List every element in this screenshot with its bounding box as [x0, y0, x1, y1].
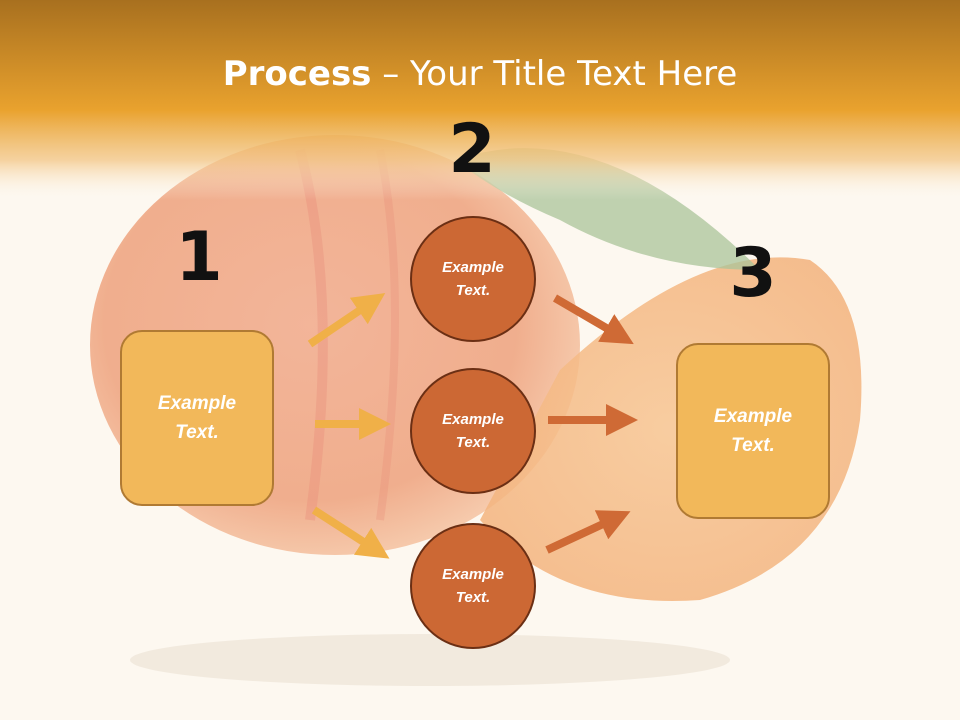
step-3-box: Example Text.	[676, 343, 830, 519]
step-1-text: Example Text.	[157, 393, 237, 443]
circle-middle-text: Example Text.	[442, 411, 504, 451]
arrow-to-circle-top	[307, 293, 386, 348]
circle-bottom-text: Example Text.	[442, 566, 504, 606]
step-number-1: 1	[175, 218, 223, 297]
slide-title: Process – Your Title Text Here	[0, 52, 960, 96]
circle-bottom: Example Text.	[410, 523, 536, 649]
circle-top-text: Example Text.	[442, 259, 504, 299]
circle-middle: Example Text.	[410, 368, 536, 494]
arrow-top-to-step-3	[552, 294, 634, 345]
title-rest: – Your Title Text Here	[371, 54, 738, 94]
arrow-to-circle-bottom	[311, 506, 390, 559]
circle-top: Example Text.	[410, 216, 536, 342]
step-number-3: 3	[729, 234, 777, 313]
title-bold: Process	[222, 54, 372, 94]
step-3-text: Example Text.	[713, 406, 793, 456]
step-1-box: Example Text.	[120, 330, 274, 506]
step-number-2: 2	[448, 110, 496, 189]
arrow-bottom-to-step-3	[545, 510, 631, 554]
